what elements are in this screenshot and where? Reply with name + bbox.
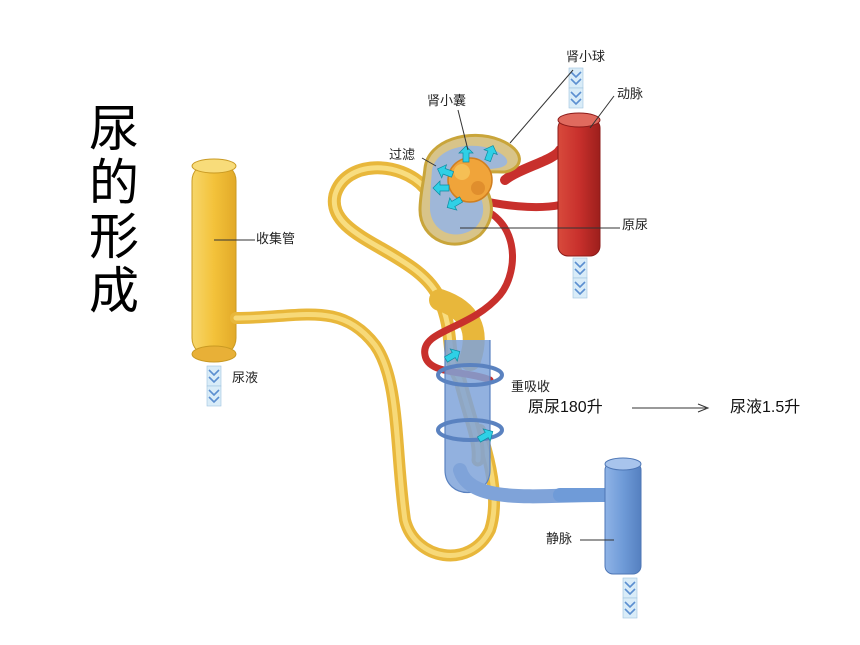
flow-arrow [622,597,638,619]
leader-capsule [457,109,469,151]
flow-arrow [572,277,588,299]
flow-arrow [568,67,584,89]
flow-arrow [206,385,222,407]
flow-arrow [572,257,588,279]
summary-final-urine: 尿液1.5升 [730,399,801,416]
collecting-duct [191,158,501,562]
artery [476,112,601,257]
peritubular-capillary [436,340,607,504]
label-glomerulus: 肾小球 [566,50,606,65]
summary-arrow-head [697,403,710,413]
flow-arrow [622,577,638,599]
label-filtration: 过滤 [389,148,416,163]
label-reabsorption: 重吸收 [511,380,551,395]
label-vein: 静脉 [546,532,573,547]
summary-primary-urine: 原尿180升 [528,399,603,416]
label-urine: 尿液 [232,371,259,386]
leader-artery [589,95,615,129]
label-artery: 动脉 [617,87,644,102]
label-collecting-duct: 收集管 [256,232,296,247]
leader-lines [214,69,710,541]
label-primary-urine: 原尿 [622,218,649,233]
label-capsule: 肾小囊 [427,94,467,109]
glomerulus [447,157,493,203]
vein [553,457,642,575]
leader-filtration [421,157,437,167]
page-title: 尿的形成 [89,100,139,320]
flow-arrow [568,87,584,109]
leader-glomerulus [509,69,574,144]
flow-arrow [206,365,222,387]
